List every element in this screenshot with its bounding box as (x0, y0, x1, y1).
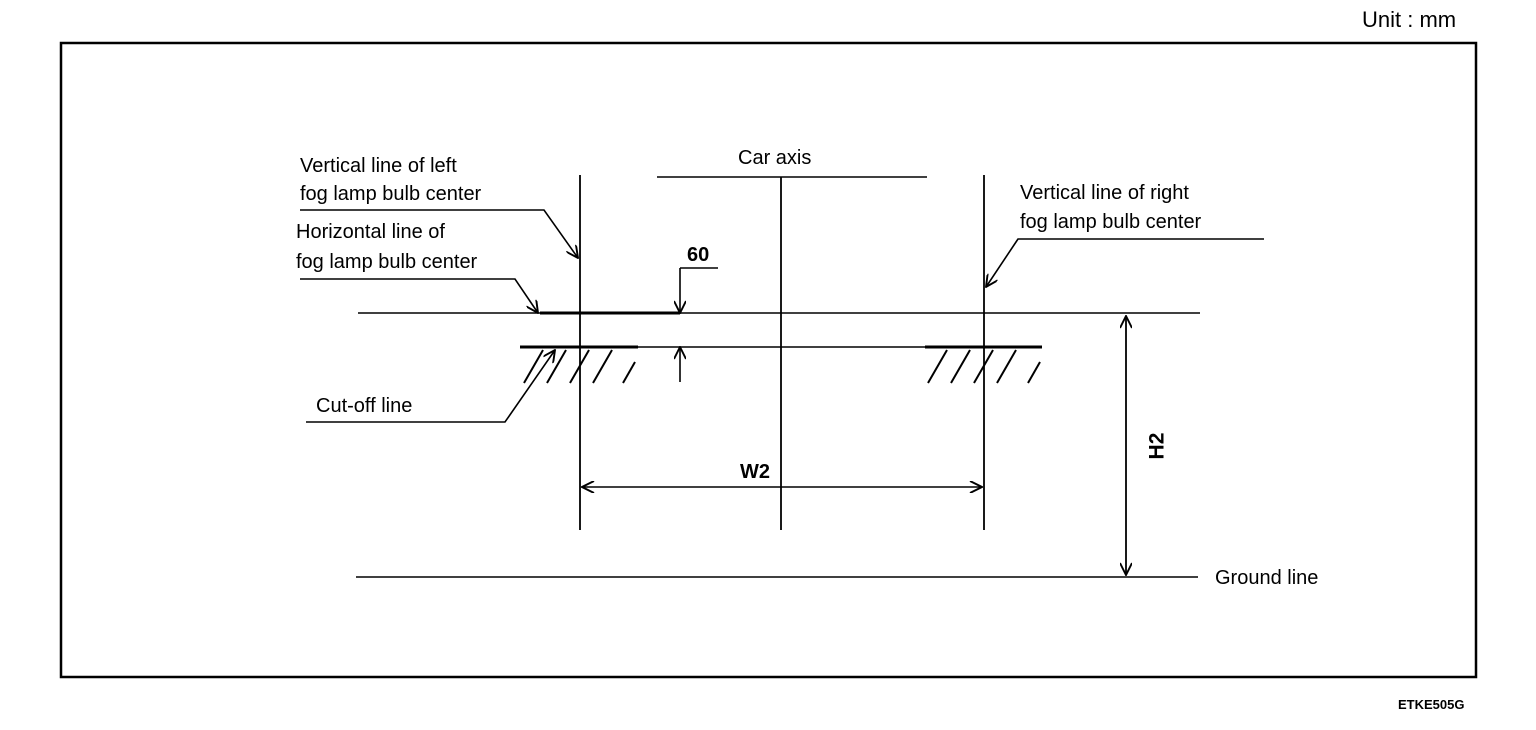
width-dimension-label: W2 (740, 461, 770, 483)
right-vertical-leader (986, 238, 1264, 287)
diagram-frame (59, 41, 1478, 679)
unit-label: Unit : mm (1362, 7, 1457, 32)
horizontal-leader (300, 278, 538, 313)
left-vertical-leader (300, 209, 578, 258)
height-dimension-label: H2 (1146, 433, 1169, 460)
horizontal-label-line1: Horizontal line of (296, 221, 445, 243)
horizontal-label-line2: fog lamp bulb center (296, 251, 478, 273)
figure-code: ETKE505G (1398, 697, 1465, 712)
car-axis-label: Car axis (738, 147, 812, 169)
right-vertical-label-line1: Vertical line of right (1020, 182, 1189, 204)
cut-off-leader (306, 350, 555, 423)
right-vertical-label-line2: fog lamp bulb center (1020, 211, 1202, 233)
offset-dimension-label: 60 (687, 244, 710, 266)
ground-line-label: Ground line (1215, 567, 1319, 589)
cut-off-label: Cut-off line (316, 395, 413, 417)
left-vertical-label-line1: Vertical line of left (300, 155, 457, 177)
left-vertical-label-line2: fog lamp bulb center (300, 183, 482, 205)
